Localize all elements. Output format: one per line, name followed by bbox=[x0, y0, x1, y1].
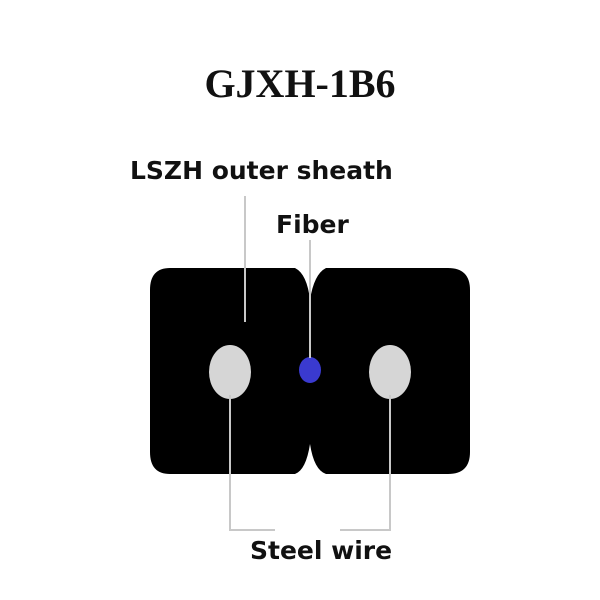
steel-wire-right-leader-line bbox=[340, 395, 391, 531]
steel-wire-label: Steel wire bbox=[250, 536, 393, 565]
fiber-label: Fiber bbox=[276, 210, 349, 239]
steel-wire-right bbox=[369, 345, 411, 399]
fiber-core bbox=[299, 357, 321, 383]
outer-sheath-label: LSZH outer sheath bbox=[130, 156, 393, 185]
diagram-title: GJXH-1B6 bbox=[204, 61, 396, 106]
steel-wire-left bbox=[209, 345, 251, 399]
steel-wire-left-leader-line bbox=[229, 395, 275, 531]
